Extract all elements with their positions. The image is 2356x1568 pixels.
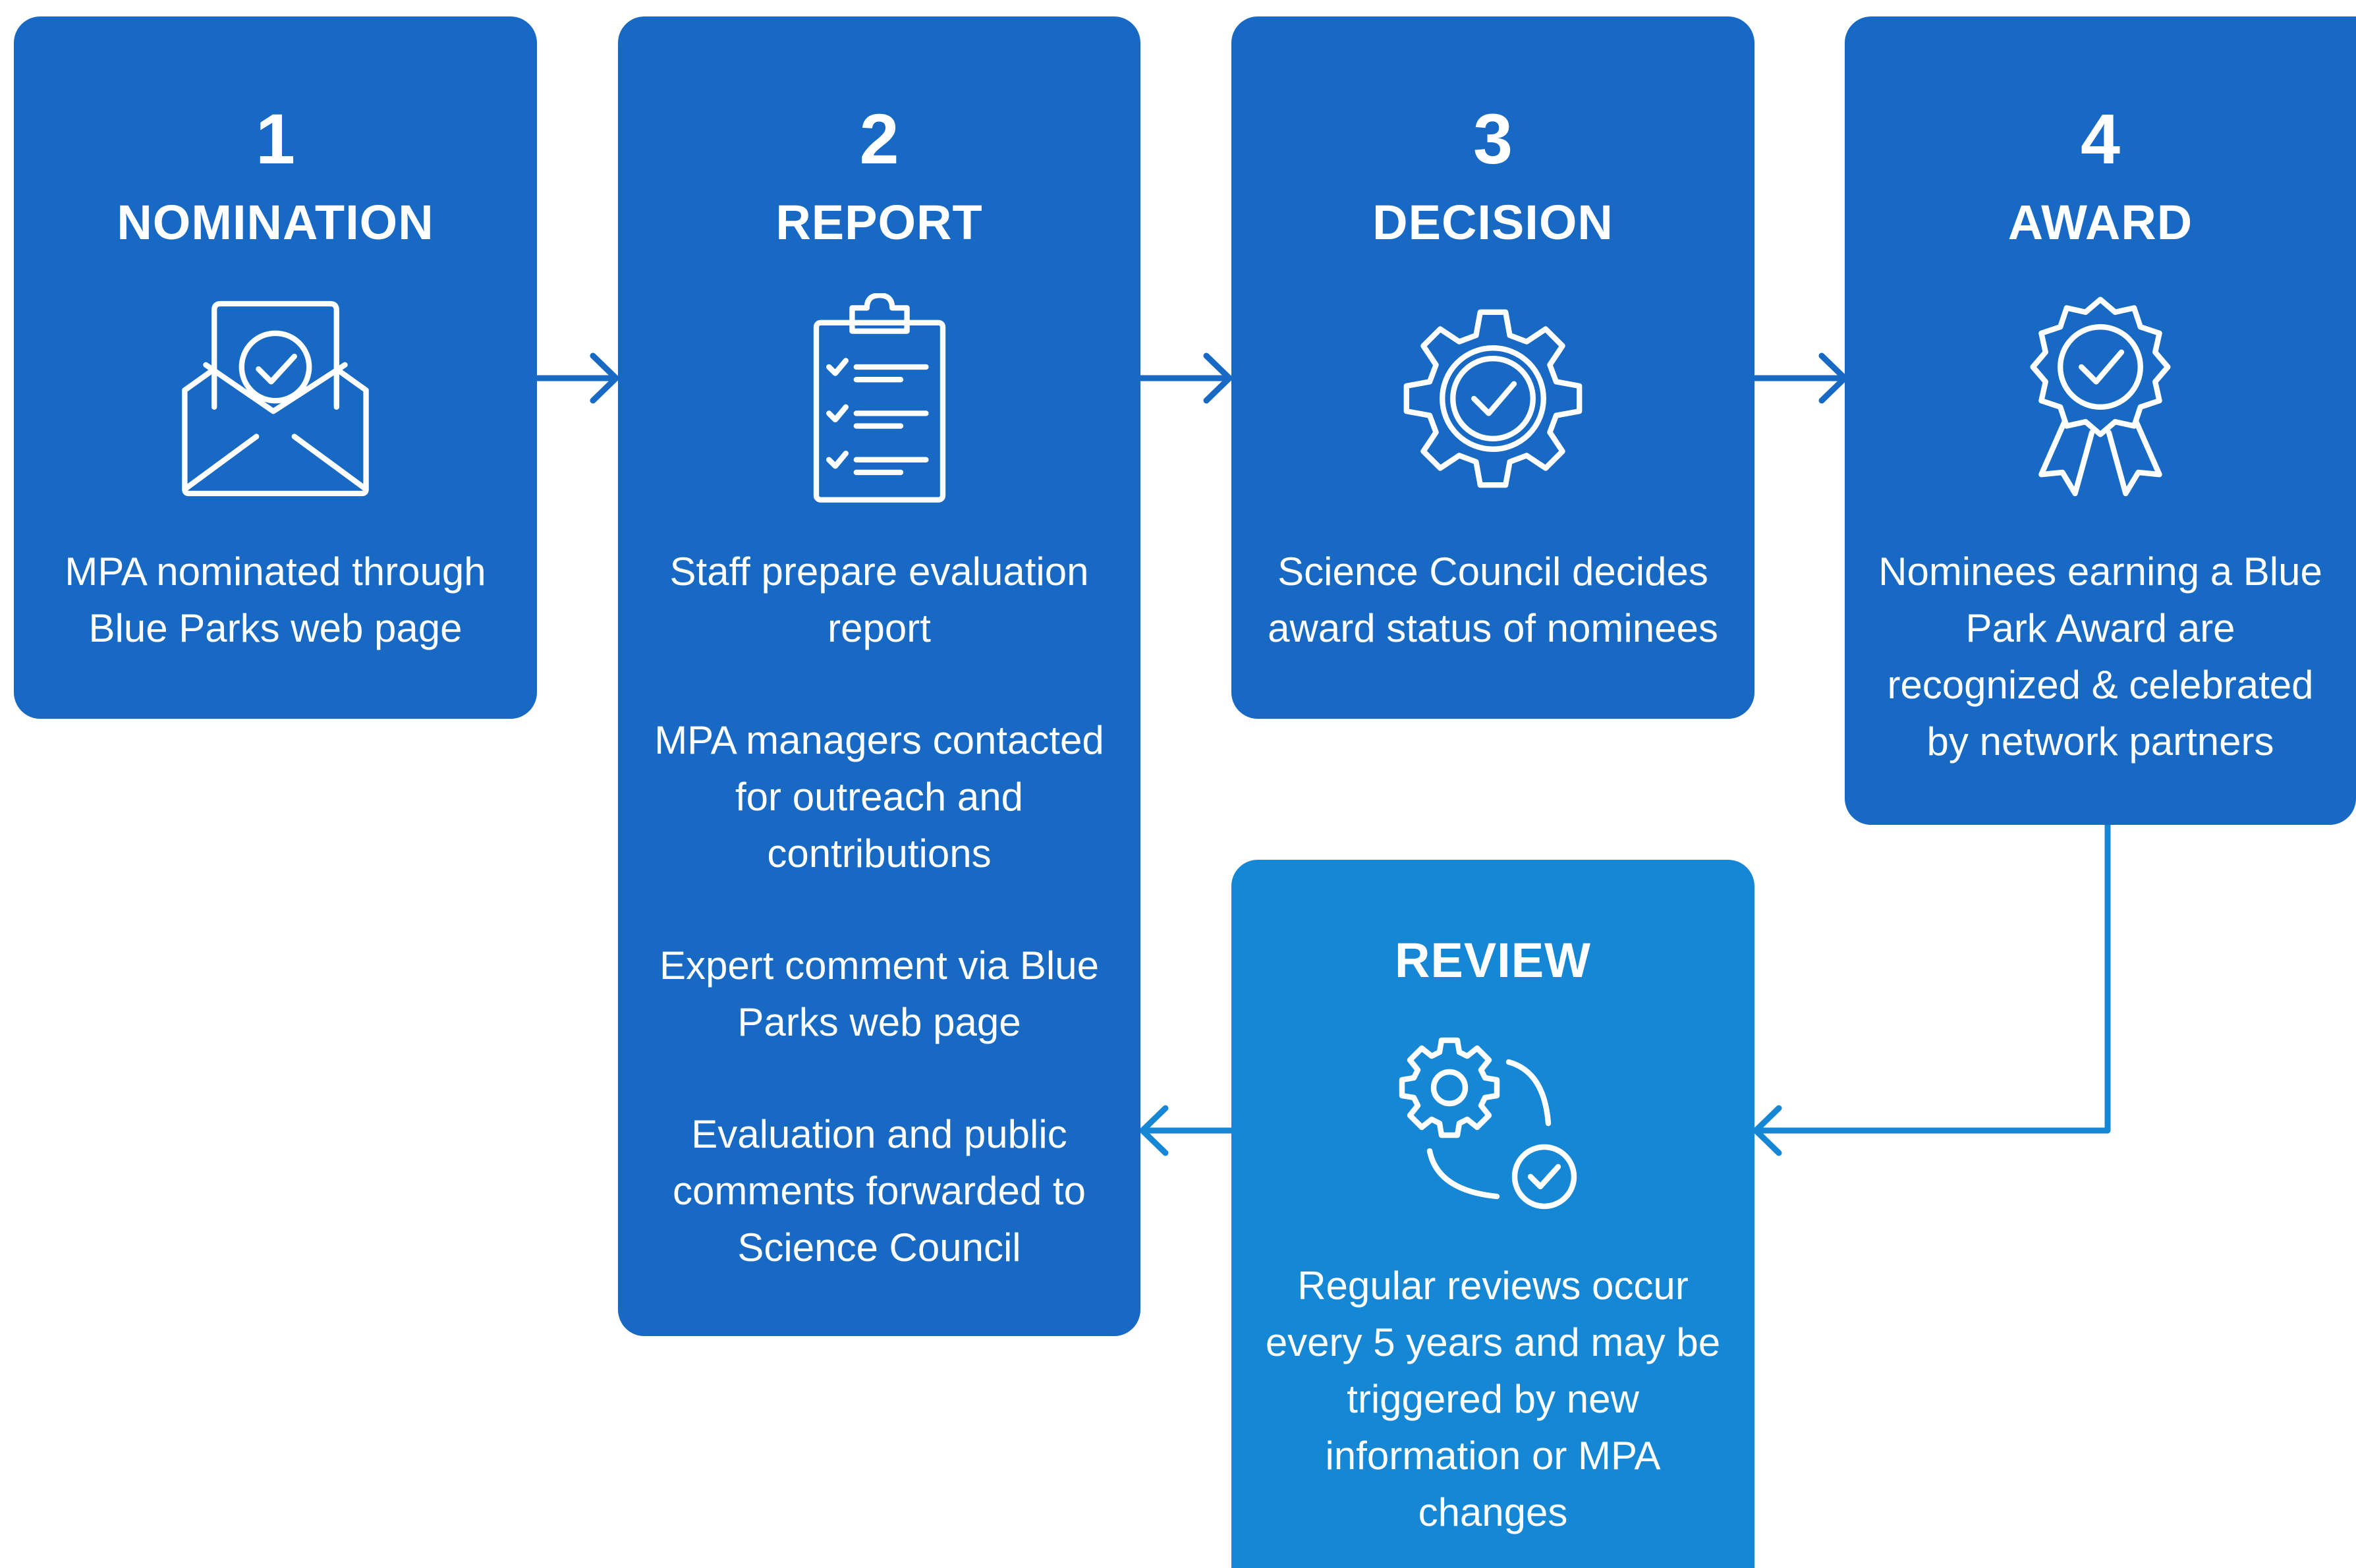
arrow-decision-to-award (1751, 352, 1848, 404)
clipboard-checklist-icon (813, 293, 945, 503)
step-title: REPORT (775, 195, 983, 250)
step-number: 4 (2080, 99, 2121, 179)
arrow-nomination-to-report (534, 352, 619, 404)
step-description: Nominees earning a Blue Park Award are r… (1878, 549, 2322, 764)
step-description: Evaluation and public comments forwarded… (673, 1112, 1086, 1270)
step-title: AWARD (2007, 195, 2193, 250)
review-title: REVIEW (1395, 933, 1591, 988)
step-number: 2 (859, 99, 899, 179)
arrow-award-to-review (1753, 822, 2111, 1156)
step-title: DECISION (1372, 195, 1613, 250)
step-description: Expert comment via Blue Parks web page (659, 943, 1099, 1044)
arrow-report-to-decision (1137, 352, 1233, 404)
step-number: 1 (255, 99, 296, 179)
step-award-box: 4 AWARD Nominees earning a Blue Park Awa… (1845, 16, 2356, 825)
gear-cycle-check-icon (1399, 1037, 1577, 1210)
step-nomination-box: 1 NOMINATION MPA nominated through Blue … (14, 16, 537, 719)
arrow-review-to-report (1139, 1105, 1235, 1156)
step-description: MPA nominated through Blue Parks web pag… (65, 549, 486, 650)
step-decision-box: 3 DECISION Science Council decides award… (1231, 16, 1754, 719)
step-number: 3 (1472, 99, 1513, 179)
gear-check-icon (1403, 309, 1583, 488)
review-description: Regular reviews occur every 5 years and … (1265, 1264, 1721, 1534)
step-description: MPA managers contacted for outreach and … (654, 718, 1104, 876)
step-title: NOMINATION (117, 195, 434, 250)
review-box: REVIEW Regular reviews occur every 5 yea… (1231, 860, 1754, 1568)
envelope-check-icon (182, 300, 369, 497)
step-description: Science Council decides award status of … (1268, 549, 1718, 650)
step-report-box: 2 REPORT Staff prepare evaluation report… (618, 16, 1140, 1336)
award-ribbon-icon (2030, 296, 2171, 497)
step-description: Staff prepare evaluation report (669, 549, 1089, 650)
